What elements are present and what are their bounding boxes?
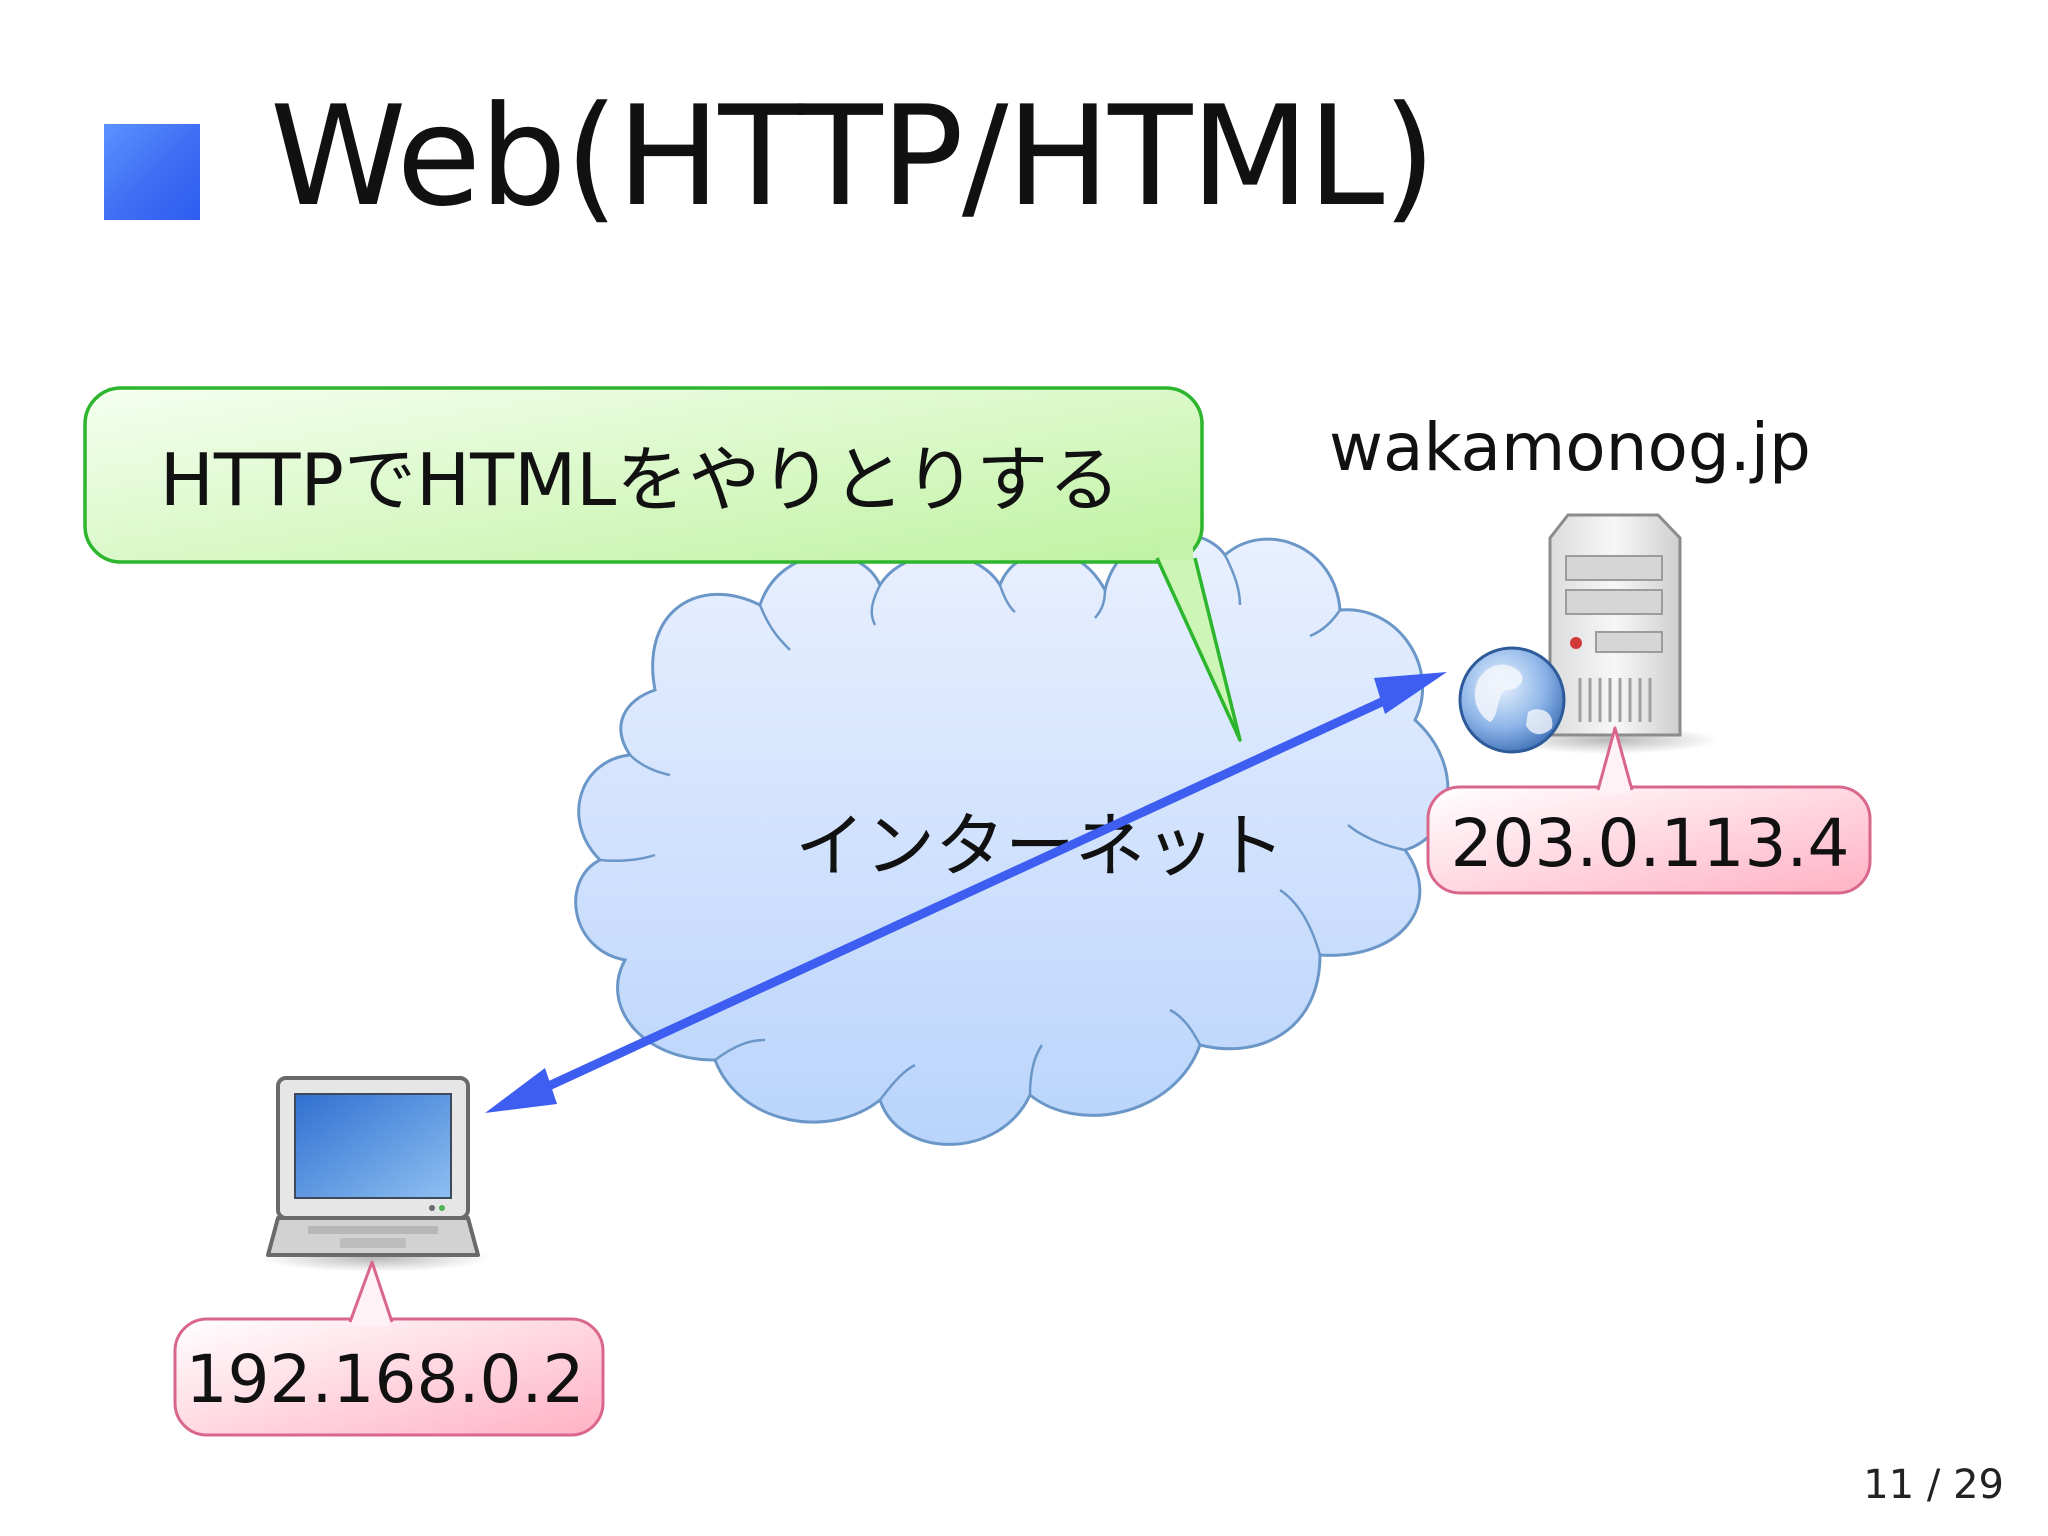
title-bullet-icon bbox=[104, 124, 200, 220]
server-hostname: wakamonog.jp bbox=[1329, 409, 1811, 486]
page-current: 11 bbox=[1863, 1462, 1915, 1508]
server-ip: 203.0.113.4 bbox=[1451, 805, 1850, 882]
laptop-icon bbox=[260, 1076, 490, 1272]
bidirectional-arrow-icon bbox=[485, 672, 1447, 1113]
server-ip-tag: 203.0.113.4 bbox=[1426, 726, 1872, 895]
page-number: 11 / 29 bbox=[1863, 1462, 2004, 1508]
internet-cloud-icon bbox=[574, 532, 1450, 1146]
callout-text: HTTPでHTMLをやりとりする bbox=[160, 438, 1121, 522]
client-ip: 192.168.0.2 bbox=[186, 1341, 585, 1418]
callout-bubble: HTTPでHTMLをやりとりする bbox=[83, 386, 1242, 742]
globe-icon bbox=[1458, 646, 1566, 754]
slide-title: Web(HTTP/HTML) bbox=[270, 76, 1436, 237]
client-ip-tag: 192.168.0.2 bbox=[173, 1260, 605, 1437]
page-total: 29 bbox=[1953, 1462, 2004, 1508]
page-separator: / bbox=[1926, 1462, 1941, 1508]
cloud-label: インターネット bbox=[795, 805, 1285, 887]
web-server-icon bbox=[1500, 513, 1720, 754]
